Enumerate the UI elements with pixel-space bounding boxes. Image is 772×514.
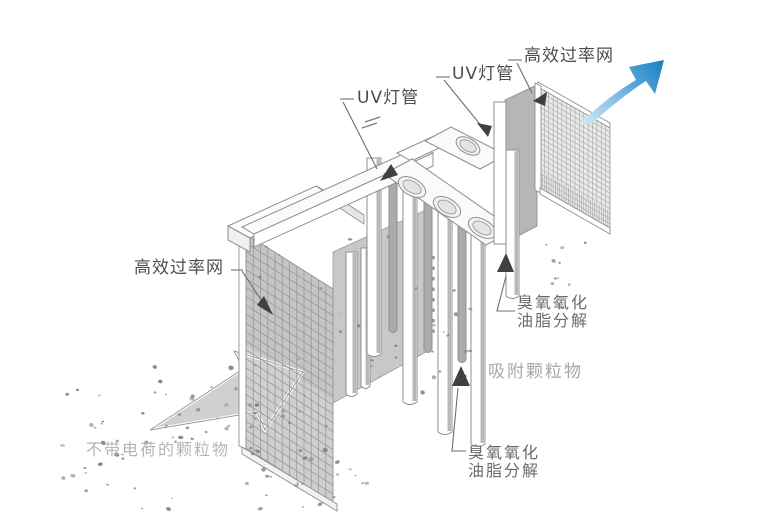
uv-lamp-rack: [240, 116, 515, 447]
right-uv-lamp-tube: [505, 149, 520, 299]
uv-right-leader: [436, 76, 492, 137]
ozone-bottom-arrowhead: [452, 366, 470, 386]
airflow-outlet-arrow: [579, 60, 664, 124]
particle-tick-trail: [432, 256, 435, 333]
uv-lamp-tubes: [366, 157, 486, 447]
ozone-right-leader: [496, 253, 515, 312]
left-mesh-bottom-sill: [241, 446, 338, 512]
filter-left-leader: [231, 269, 273, 315]
leader-lines-and-arrowheads: [231, 59, 547, 452]
label-uv-left: UV灯管: [357, 88, 420, 108]
uv-left-arrowhead: [380, 164, 398, 181]
label-ozone-right-line2: 油脂分解: [517, 311, 590, 330]
filter-left-arrowhead: [257, 296, 273, 315]
below-mesh-particle-cloud: [245, 446, 370, 511]
filter-top-leader: [508, 59, 547, 106]
left-filter-module: [149, 185, 427, 512]
right-mesh-bottom-strip: [539, 187, 611, 235]
label-filter-left: 高效过率网: [134, 258, 224, 278]
particle-clouds: [60, 241, 587, 511]
top-frame-front-face: [227, 225, 251, 253]
label-ozone-bottom: 臭氧氧化 油脂分解: [468, 444, 540, 480]
right-module-front-column: [493, 101, 507, 245]
label-ozone-bottom-line1: 臭氧氧化: [468, 443, 541, 462]
ozone-bottom-leader: [451, 366, 470, 452]
left-mesh-speck-particles: [248, 245, 328, 429]
label-filter-top: 高效过率网: [524, 46, 614, 66]
lamp-plate-one-hole: [423, 126, 508, 170]
label-uv-right: UV灯管: [452, 64, 515, 84]
label-ozone-bottom-line2: 油脂分解: [468, 461, 541, 480]
uv-right-arrowhead: [477, 123, 492, 137]
left-mesh-frame-left-strip: [238, 230, 247, 450]
label-ozone-right-line1: 臭氧氧化: [517, 293, 590, 312]
break-mark-squiggle: [361, 116, 381, 129]
right-mesh-grid: [539, 86, 611, 230]
label-ozone-right: 臭氧氧化 油脂分解: [517, 294, 589, 330]
label-adsorb-particles: 吸附颗粒物: [488, 362, 583, 382]
uv-left-leader: [340, 98, 398, 181]
ozone-right-arrowhead: [497, 253, 514, 272]
right-mesh-particles: [545, 241, 587, 310]
filter-top-arrowhead: [533, 92, 547, 106]
inlet-particle-cloud: [60, 388, 201, 511]
label-uncharged-particles: 不带电荷的颗粒物: [86, 440, 231, 459]
background-lamp-tubes: [388, 181, 467, 363]
